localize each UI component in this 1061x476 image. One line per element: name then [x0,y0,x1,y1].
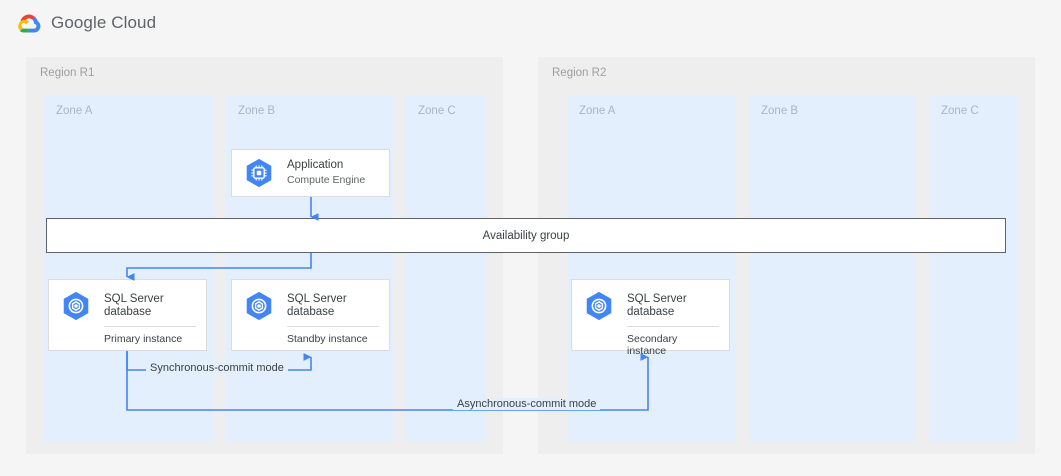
region-r2-zone-c: Zone C [929,95,1017,442]
region-r1-zone-c-label: Zone C [418,105,456,117]
availability-group-label: Availability group [482,229,570,242]
secondary-database-title: SQL Server database [627,292,687,319]
primary-database-title: SQL Server database [104,292,164,319]
standby-instance-label: Standby instance [287,333,368,345]
secondary-card-divider [627,326,719,327]
standby-database-card[interactable]: SQL Server database Standby instance [231,279,390,351]
standby-card-divider [287,326,379,327]
primary-instance-label: Primary instance [104,333,183,345]
region-r2-label: Region R2 [552,67,607,79]
standby-database-title: SQL Server database [287,292,347,319]
brand-title: Google Cloud [51,13,156,33]
region-r1-zone-b-label: Zone B [238,105,276,117]
region-r1-zone-b: Zone B [226,95,393,442]
application-subtitle: Compute Engine [287,173,366,186]
brand-google: Google [51,13,107,32]
region-r1-zone-c: Zone C [406,95,486,442]
secondary-instance-label: Secondary instance [627,333,678,357]
primary-card-divider [104,326,196,327]
diagram-canvas: Region R1 Zone A Zone B Zone C Region R2… [0,46,1061,476]
cloud-sql-icon [63,291,89,321]
region-r2-zone-c-label: Zone C [941,105,979,117]
region-r2-zone-b: Zone B [749,95,916,442]
cloud-sql-icon [246,291,272,321]
asynchronous-commit-mode-label: Asynchronous-commit mode [453,398,601,410]
region-r1-zone-a-label: Zone A [56,105,93,117]
region-r1-label: Region R1 [40,67,95,79]
region-r2-zone-a: Zone A [567,95,736,442]
region-r1-zone-a: Zone A [44,95,213,442]
secondary-database-card[interactable]: SQL Server database Secondary instance [571,279,730,357]
page-header: Google Cloud [0,0,1061,46]
brand-cloud: Cloud [111,13,157,32]
google-cloud-logo-icon [18,14,41,33]
cloud-sql-icon [586,291,612,321]
synchronous-commit-mode-label: Synchronous-commit mode [146,362,288,374]
primary-database-card[interactable]: SQL Server database Primary instance [48,279,207,351]
application-card[interactable]: Application Compute Engine [231,149,390,197]
region-r2-zone-a-label: Zone A [579,105,616,117]
compute-engine-icon [246,158,272,188]
availability-group-bar[interactable]: Availability group [46,218,1006,253]
region-r2-zone-b-label: Zone B [761,105,799,117]
application-title: Application [287,159,344,172]
